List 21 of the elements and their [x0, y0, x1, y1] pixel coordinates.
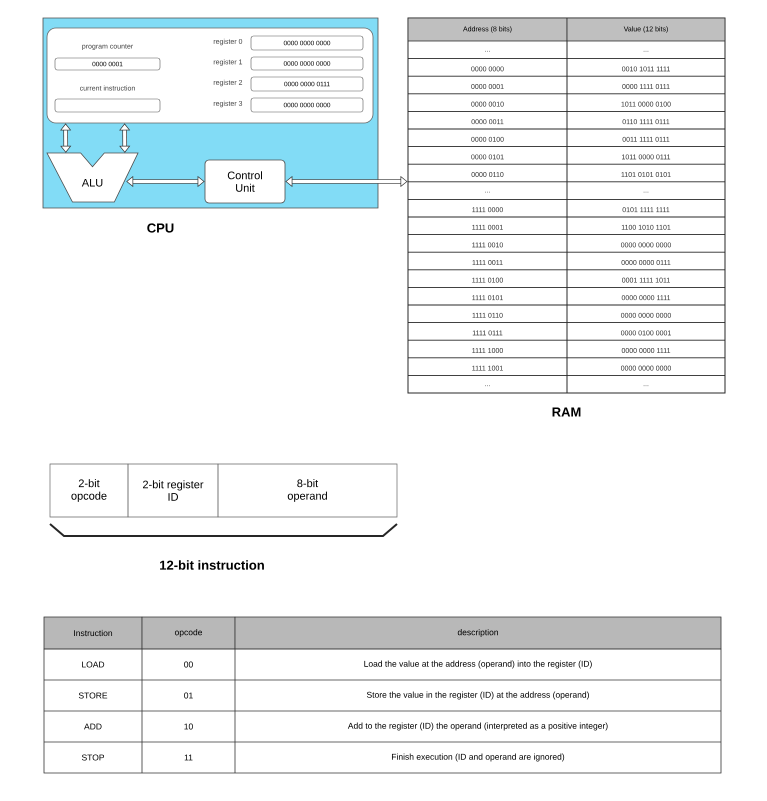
table-cell: Add to the register (ID) the operand (interpreted as a positive integer) [348, 722, 608, 730]
table-cell: 00 [184, 662, 193, 668]
table-cell: LOAD [82, 662, 104, 668]
instruction-field: 2-bit opcode [50, 464, 128, 518]
table-cell: STORE [78, 692, 108, 698]
block-label: CPU [147, 223, 174, 233]
table-cell: 10 [184, 724, 193, 730]
table-cell: 11 [184, 754, 192, 760]
instruction-field: 8-bit operand [218, 464, 398, 518]
control-unit-box: Control Unit [204, 160, 286, 204]
block-label: RAM [552, 408, 580, 416]
table-header-cell: Instruction [44, 616, 142, 650]
table-cell: 01 [184, 692, 193, 698]
table-header-cell: opcode [142, 616, 236, 650]
caption: 12-bit instruction [160, 560, 264, 570]
table-cell: Load the value at the address (operand) into the register (ID) [364, 660, 592, 668]
table-cell: ADD [84, 724, 102, 730]
table-cell: STOP [82, 754, 104, 760]
table-cell: Store the value in the register (ID) at the address (operand) [366, 692, 589, 700]
table-cell: Finish execution (ID and operand are ignored) [392, 754, 564, 762]
instruction-field: 2-bit register ID [128, 464, 218, 518]
